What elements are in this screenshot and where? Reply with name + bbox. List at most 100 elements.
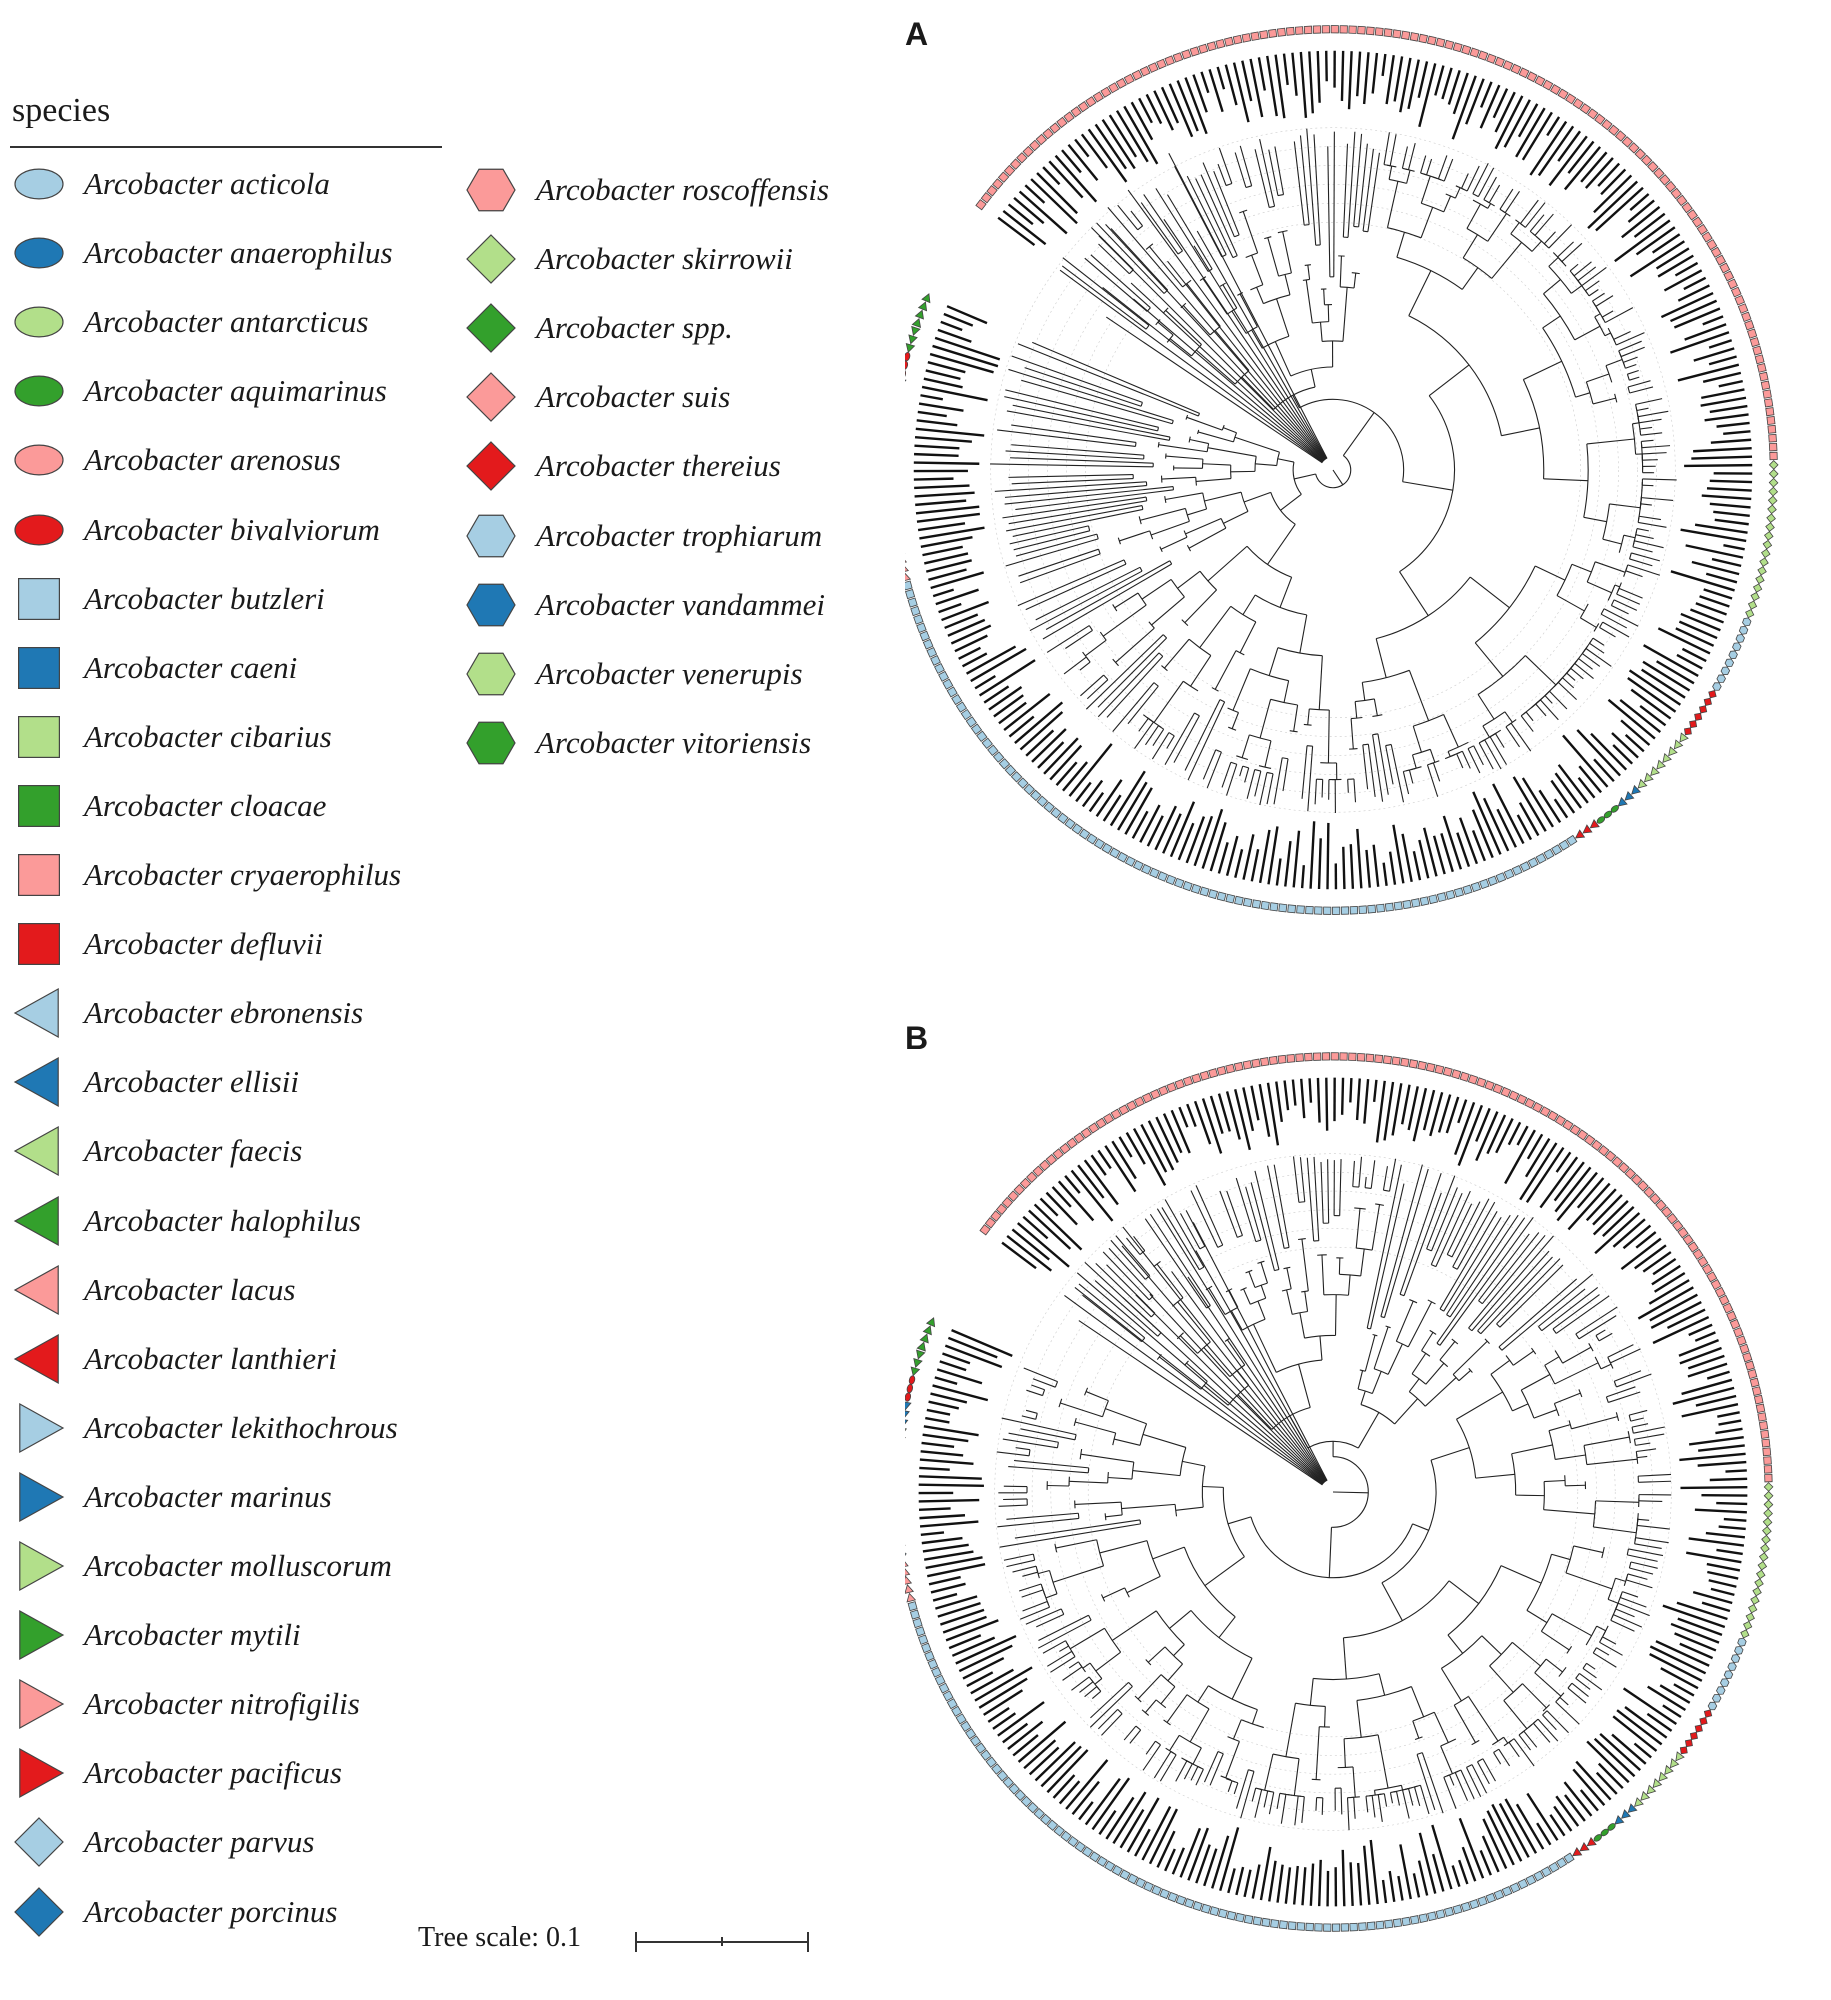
species-marker — [1511, 865, 1523, 876]
species-marker — [951, 1705, 963, 1717]
species-marker — [909, 1609, 921, 1620]
species-marker — [1102, 1113, 1115, 1125]
species-marker — [1321, 25, 1330, 34]
species-marker — [1060, 1830, 1072, 1842]
species-marker — [1445, 889, 1456, 900]
species-marker — [1241, 33, 1252, 43]
species-marker — [1242, 897, 1253, 908]
species-marker — [1008, 1783, 1020, 1795]
species-marker — [1312, 1052, 1322, 1061]
species-marker — [906, 1383, 914, 1394]
legend-label: Arcobacter vandammei — [536, 586, 825, 622]
legend-item: Arcobacter skirrowii — [458, 231, 793, 287]
species-marker — [905, 360, 909, 370]
species-marker — [1032, 1165, 1044, 1177]
species-marker — [1703, 1709, 1713, 1718]
legend-marker-ellipse — [14, 514, 64, 545]
legend-item: Arcobacter venerupis — [458, 646, 803, 702]
species-marker — [913, 614, 924, 625]
species-marker — [1192, 1900, 1203, 1912]
species-marker — [1699, 1717, 1708, 1726]
species-marker — [1769, 451, 1778, 461]
species-marker-ring — [905, 25, 1779, 915]
species-marker — [1166, 1082, 1177, 1093]
species-marker — [974, 1742, 987, 1754]
species-marker — [1714, 1286, 1726, 1298]
species-marker — [1234, 895, 1244, 906]
species-marker — [981, 737, 993, 750]
tree-branches — [990, 128, 1677, 813]
legend-marker-triangle-right — [19, 1540, 65, 1592]
species-marker — [1056, 116, 1068, 129]
species-marker — [1159, 1888, 1170, 1900]
species-marker — [1035, 133, 1048, 146]
species-marker — [1682, 1234, 1694, 1246]
legend-item: Arcobacter acticola — [6, 156, 330, 212]
species-marker — [946, 686, 958, 698]
guide-circle — [1028, 165, 1638, 775]
species-marker — [1558, 839, 1570, 851]
species-marker — [1745, 1612, 1755, 1622]
species-marker — [1742, 1352, 1753, 1363]
species-marker — [1706, 1271, 1718, 1283]
species-marker — [1132, 860, 1144, 871]
species-marker — [1074, 1841, 1086, 1853]
species-marker — [1621, 1809, 1632, 1819]
species-marker — [1730, 1654, 1741, 1663]
species-marker — [1453, 887, 1465, 898]
species-marker — [907, 597, 918, 608]
species-marker — [1733, 1327, 1744, 1338]
species-marker — [1232, 34, 1243, 45]
species-marker — [1768, 486, 1779, 497]
species-marker — [1259, 30, 1269, 40]
species-marker — [1710, 246, 1722, 258]
species-marker — [1332, 906, 1341, 915]
species-marker — [1525, 1874, 1537, 1886]
legend-label: Arcobacter butzleri — [84, 580, 325, 616]
species-marker — [955, 1713, 967, 1725]
species-marker — [924, 1650, 935, 1662]
species-marker — [1208, 1068, 1219, 1079]
species-marker — [1225, 1063, 1236, 1074]
species-marker — [1653, 167, 1665, 179]
species-marker — [1601, 118, 1613, 131]
species-marker — [1757, 1412, 1767, 1422]
species-marker — [1080, 1127, 1092, 1139]
species-marker — [1755, 1403, 1766, 1414]
species-marker — [1158, 1085, 1169, 1097]
guide-circle — [1050, 1209, 1616, 1775]
species-marker — [1427, 1911, 1437, 1922]
species-marker — [995, 1203, 1008, 1215]
species-marker — [927, 1658, 939, 1670]
species-marker — [975, 199, 987, 211]
species-marker — [1147, 62, 1159, 73]
species-marker — [1382, 1055, 1392, 1065]
species-marker — [1692, 1248, 1704, 1260]
species-marker — [905, 554, 908, 565]
species-marker — [1502, 60, 1514, 71]
legend-item: Arcobacter lekithochrous — [6, 1400, 398, 1456]
species-marker — [1392, 1918, 1403, 1928]
legend-label: Arcobacter vitoriensis — [536, 724, 812, 760]
legend-label: Arcobacter molluscorum — [84, 1548, 392, 1583]
species-marker — [1111, 1864, 1123, 1876]
species-marker — [938, 1682, 950, 1694]
species-marker — [1156, 58, 1167, 70]
legend-label: Arcobacter defluvii — [84, 926, 324, 962]
species-marker — [1679, 1746, 1688, 1755]
species-marker — [1410, 898, 1421, 908]
species-marker — [1711, 1694, 1722, 1703]
species-marker — [1019, 1177, 1032, 1190]
legend-marker-triangle-right — [19, 1471, 65, 1522]
species-marker — [1591, 1139, 1603, 1151]
legend-item: Arcobacter cloacae — [6, 778, 326, 834]
species-marker — [1707, 1701, 1718, 1711]
species-marker — [1110, 1108, 1122, 1120]
phylogenetic-tree-a — [905, 25, 1779, 915]
species-marker — [1608, 124, 1620, 136]
species-marker — [1469, 1898, 1480, 1910]
species-marker — [992, 751, 1005, 763]
species-marker — [1269, 902, 1279, 912]
legend-item: Arcobacter cibarius — [6, 709, 332, 765]
species-marker — [1476, 1077, 1487, 1088]
